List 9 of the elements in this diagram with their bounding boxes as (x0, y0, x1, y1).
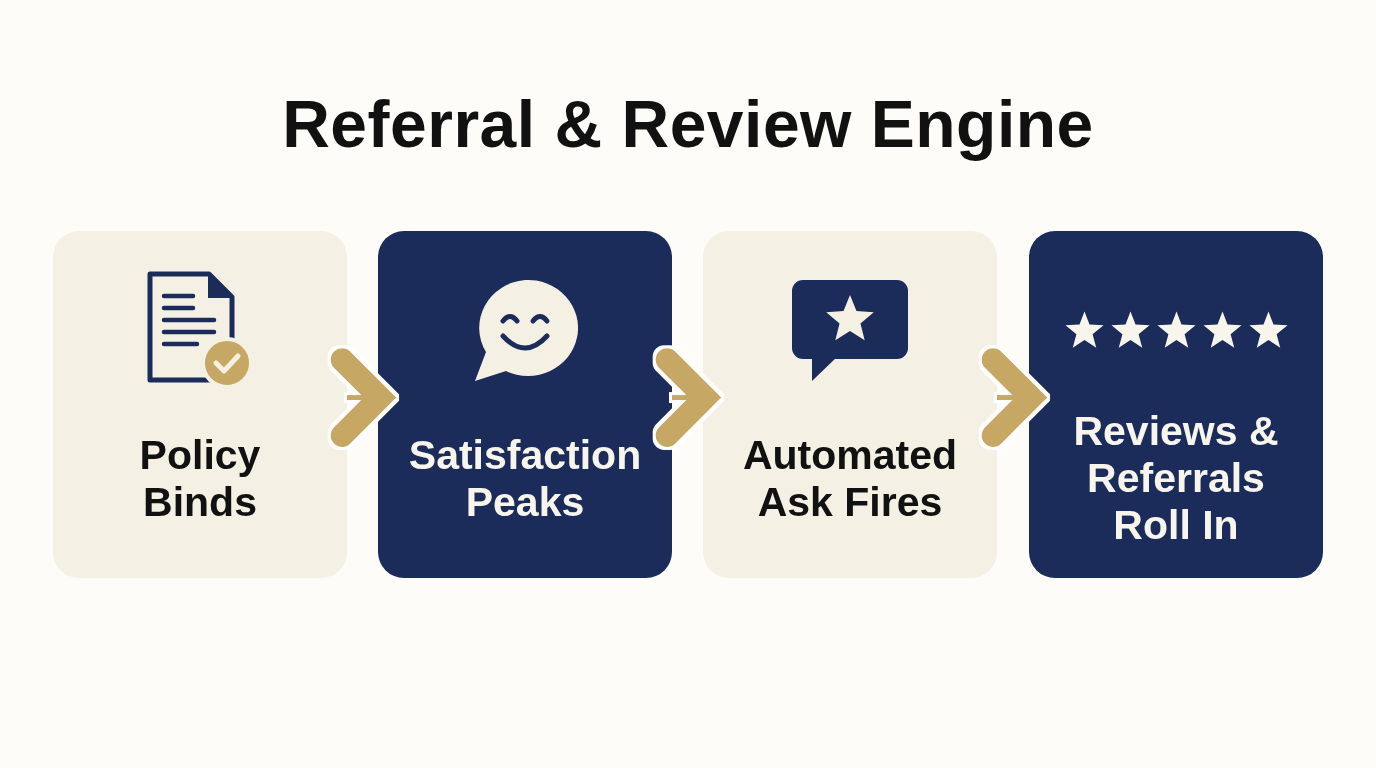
diagram-title: Referral & Review Engine (282, 86, 1094, 163)
step-label: Policy Binds (138, 431, 262, 526)
step-card (1029, 231, 1323, 578)
step-card (378, 231, 672, 578)
step-card (53, 231, 347, 578)
step-label: Reviews & Referrals Roll In (1072, 408, 1280, 549)
step-card (703, 231, 997, 578)
step-label: Satisfaction Peaks (407, 431, 643, 526)
step-label: Automated Ask Fires (741, 431, 959, 526)
